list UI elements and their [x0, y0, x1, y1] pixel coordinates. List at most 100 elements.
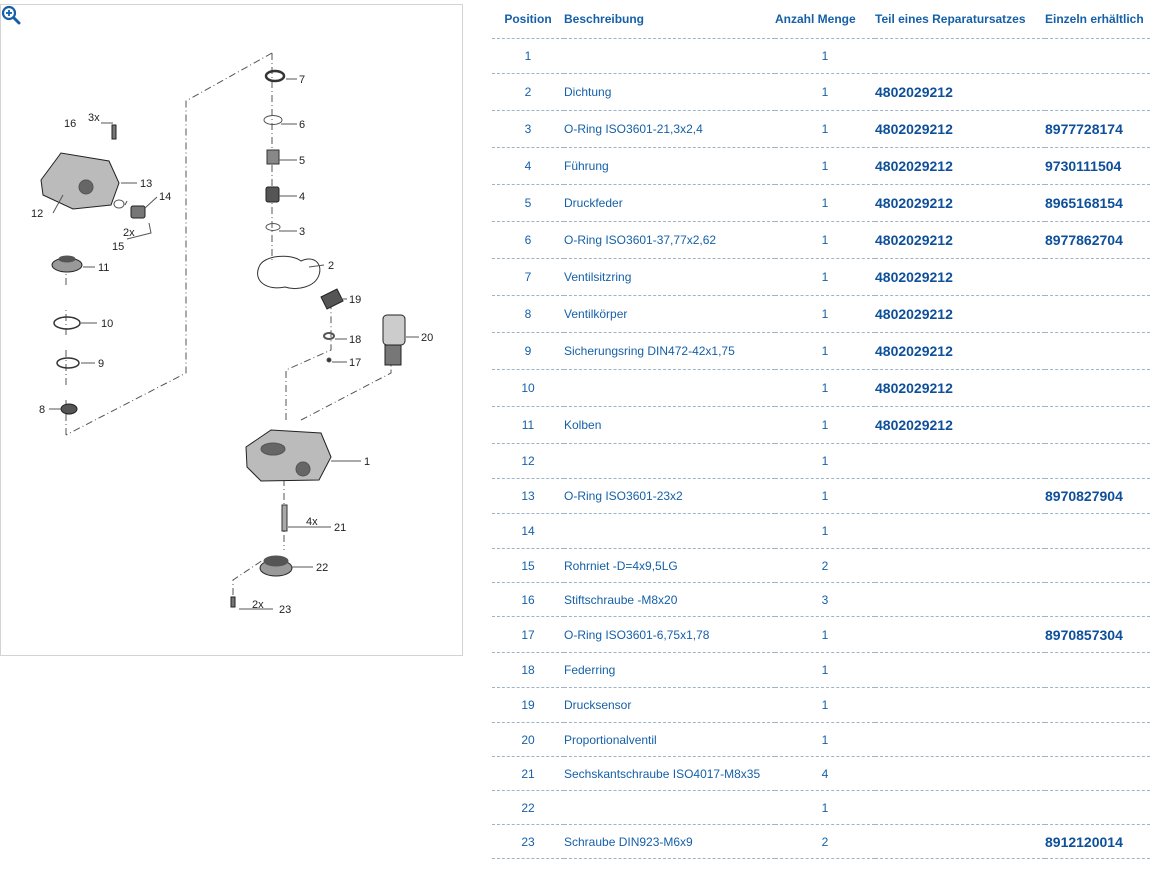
row-description: O-Ring ISO3601-23x2: [564, 478, 775, 514]
row-quantity: 1: [775, 221, 875, 259]
header-individual[interactable]: Einzeln erhältlich: [1045, 0, 1150, 39]
row-individual-part-link: [1045, 369, 1150, 407]
row-repair-kit-link[interactable]: 4802029212: [875, 147, 1045, 185]
header-description[interactable]: Beschreibung: [564, 0, 775, 39]
callout-21: 21: [334, 522, 346, 534]
row-individual-part-link[interactable]: 9730111504: [1045, 147, 1150, 185]
row-individual-part-link[interactable]: 8965168154: [1045, 184, 1150, 222]
row-description: [564, 369, 775, 407]
row-position: 13: [492, 478, 564, 514]
row-individual-part-link: [1045, 790, 1150, 825]
row-position: 20: [492, 722, 564, 757]
row-individual-part-link[interactable]: 8977862704: [1045, 221, 1150, 259]
row-repair-kit-link[interactable]: 4802029212: [875, 221, 1045, 259]
row-quantity: 1: [775, 369, 875, 407]
row-individual-part-link: [1045, 406, 1150, 444]
callout-9: 9: [98, 358, 104, 370]
callout-22: 22: [316, 562, 328, 574]
header-quantity[interactable]: Anzahl Menge: [775, 0, 875, 39]
row-quantity: 1: [775, 722, 875, 757]
row-position: 7: [492, 258, 564, 296]
callout-8: 8: [39, 404, 45, 416]
row-repair-kit-link: [875, 687, 1045, 723]
row-description: [564, 38, 775, 74]
row-repair-kit-link[interactable]: 4802029212: [875, 406, 1045, 444]
row-position: 12: [492, 443, 564, 479]
row-description: Druckfeder: [564, 184, 775, 222]
row-description: [564, 513, 775, 549]
row-individual-part-link: [1045, 722, 1150, 757]
row-quantity: 1: [775, 443, 875, 479]
row-quantity: 2: [775, 548, 875, 583]
callout-23: 23: [279, 604, 291, 616]
row-position: 9: [492, 332, 564, 370]
callout-6: 6: [299, 119, 305, 131]
row-repair-kit-link[interactable]: 4802029212: [875, 332, 1045, 370]
header-position[interactable]: Position: [492, 0, 564, 39]
row-repair-kit-link[interactable]: 4802029212: [875, 110, 1045, 148]
row-quantity: 1: [775, 513, 875, 549]
row-individual-part-link: [1045, 38, 1150, 74]
row-individual-part-link[interactable]: 8977728174: [1045, 110, 1150, 148]
row-position: 21: [492, 756, 564, 791]
callout-12: 12: [31, 208, 43, 220]
row-repair-kit-link: [875, 513, 1045, 549]
parts-table-header: Position Beschreibung Anzahl Menge Teil …: [492, 0, 1150, 39]
callout-17: 17: [349, 357, 361, 369]
row-description: Rohrniet -D=4x9,5LG: [564, 548, 775, 583]
row-position: 2: [492, 73, 564, 111]
row-individual-part-link[interactable]: 8970827904: [1045, 478, 1150, 514]
callout-16: 16: [64, 118, 76, 130]
row-individual-part-link: [1045, 582, 1150, 617]
row-individual-part-link[interactable]: 8912120014: [1045, 824, 1150, 859]
row-description: Federring: [564, 652, 775, 688]
row-quantity: 1: [775, 616, 875, 653]
row-repair-kit-link[interactable]: 4802029212: [875, 73, 1045, 111]
row-individual-part-link[interactable]: 8970857304: [1045, 616, 1150, 653]
row-repair-kit-link[interactable]: 4802029212: [875, 369, 1045, 407]
row-repair-kit-link: [875, 443, 1045, 479]
row-repair-kit-link: [875, 652, 1045, 688]
row-quantity: 3: [775, 582, 875, 617]
row-quantity: 2: [775, 824, 875, 859]
row-repair-kit-link[interactable]: 4802029212: [875, 184, 1045, 222]
row-position: 5: [492, 184, 564, 222]
row-quantity: 1: [775, 110, 875, 148]
row-repair-kit-link[interactable]: 4802029212: [875, 295, 1045, 333]
row-position: 19: [492, 687, 564, 723]
callout-14: 14: [159, 191, 171, 203]
row-individual-part-link: [1045, 258, 1150, 296]
row-repair-kit-link: [875, 38, 1045, 74]
row-individual-part-link: [1045, 687, 1150, 723]
row-position: 6: [492, 221, 564, 259]
callout-10: 10: [101, 318, 113, 330]
row-quantity: 1: [775, 147, 875, 185]
row-individual-part-link: [1045, 513, 1150, 549]
magnifier-plus-icon[interactable]: [1, 5, 21, 25]
row-quantity: 4: [775, 756, 875, 791]
row-position: 8: [492, 295, 564, 333]
row-individual-part-link: [1045, 443, 1150, 479]
row-quantity: 1: [775, 652, 875, 688]
header-repair-kit[interactable]: Teil eines Reparatursatzes: [875, 0, 1045, 39]
row-repair-kit-link[interactable]: 4802029212: [875, 258, 1045, 296]
callout-5: 5: [299, 155, 305, 167]
row-description: Ventilkörper: [564, 295, 775, 333]
row-quantity: 1: [775, 478, 875, 514]
row-repair-kit-link: [875, 478, 1045, 514]
row-position: 15: [492, 548, 564, 583]
exploded-view-diagram: 7 6 5 4 3 2 19 18 17 20 1 4x 21 22 2x 23…: [0, 4, 463, 656]
row-description: [564, 790, 775, 825]
